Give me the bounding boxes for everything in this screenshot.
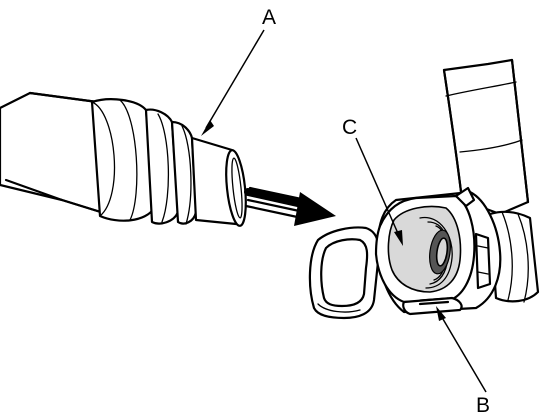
connector-tail	[488, 210, 540, 303]
inner-ring-1	[419, 216, 453, 289]
callout-b: B	[436, 306, 490, 417]
side-tab	[474, 232, 492, 290]
hose-end-opening	[225, 149, 247, 227]
retainer-clip	[308, 226, 380, 320]
clip-inner	[320, 238, 369, 308]
direction-arrow	[244, 186, 336, 226]
top-latch	[454, 186, 476, 208]
quick-connector	[374, 186, 540, 316]
callout-label-b: B	[476, 394, 490, 417]
upper-hose	[442, 58, 530, 216]
arrow-head	[294, 192, 336, 226]
left-hose	[0, 91, 247, 227]
release-tab	[402, 296, 463, 316]
release-tab-slot	[418, 300, 450, 306]
callout-a: A	[201, 6, 276, 136]
callout-label-c: C	[342, 116, 357, 139]
callout-label-a: A	[262, 6, 276, 29]
hose-rib-1	[90, 98, 156, 222]
callout-c: C	[342, 116, 403, 246]
